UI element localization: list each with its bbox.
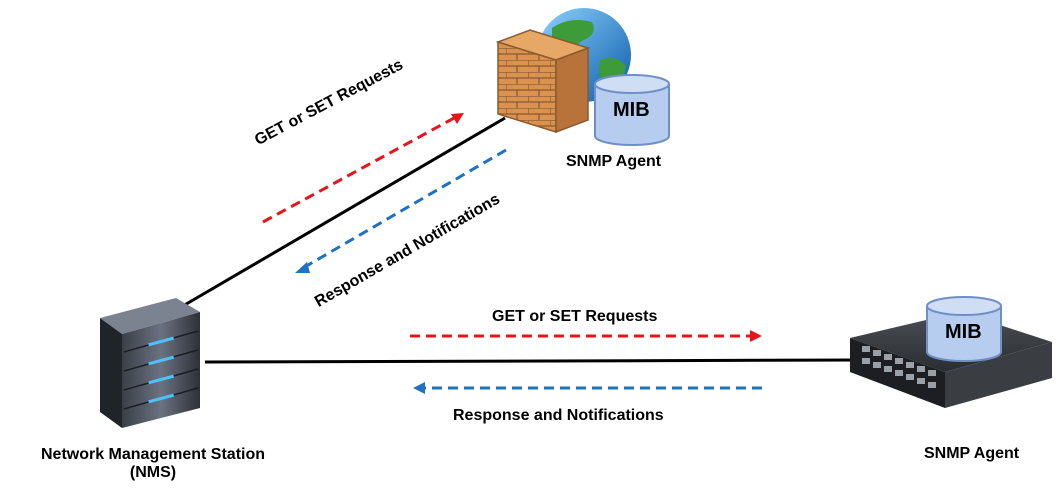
link-line-top — [175, 116, 506, 312]
top-request-arrow — [262, 113, 464, 224]
snmp-agent-label-top: SNMP Agent — [566, 153, 662, 170]
mib-cylinder-top — [594, 74, 670, 146]
bottom-request-label: GET or SET Requests — [492, 308, 658, 325]
mib-label-right: MIB — [945, 321, 982, 343]
nms-label-line1: Network Management Station — [40, 446, 266, 463]
firewall-icon — [495, 29, 591, 134]
switch-ports — [862, 346, 936, 388]
link-line-bottom — [204, 358, 863, 364]
bottom-response-label: Response and Notifications — [453, 407, 664, 424]
snmp-agent-label-right: SNMP Agent — [924, 445, 1020, 462]
nms-label-line2: (NMS) — [129, 464, 177, 481]
bottom-response-arrow — [413, 382, 762, 394]
mib-label-top: MIB — [613, 99, 650, 121]
bottom-request-arrow — [410, 330, 762, 342]
nms-label: Network Management Station (NMS) — [8, 446, 298, 482]
mib-cylinder-right — [926, 296, 1002, 362]
server-icon — [100, 298, 200, 428]
top-response-arrow — [295, 148, 507, 273]
